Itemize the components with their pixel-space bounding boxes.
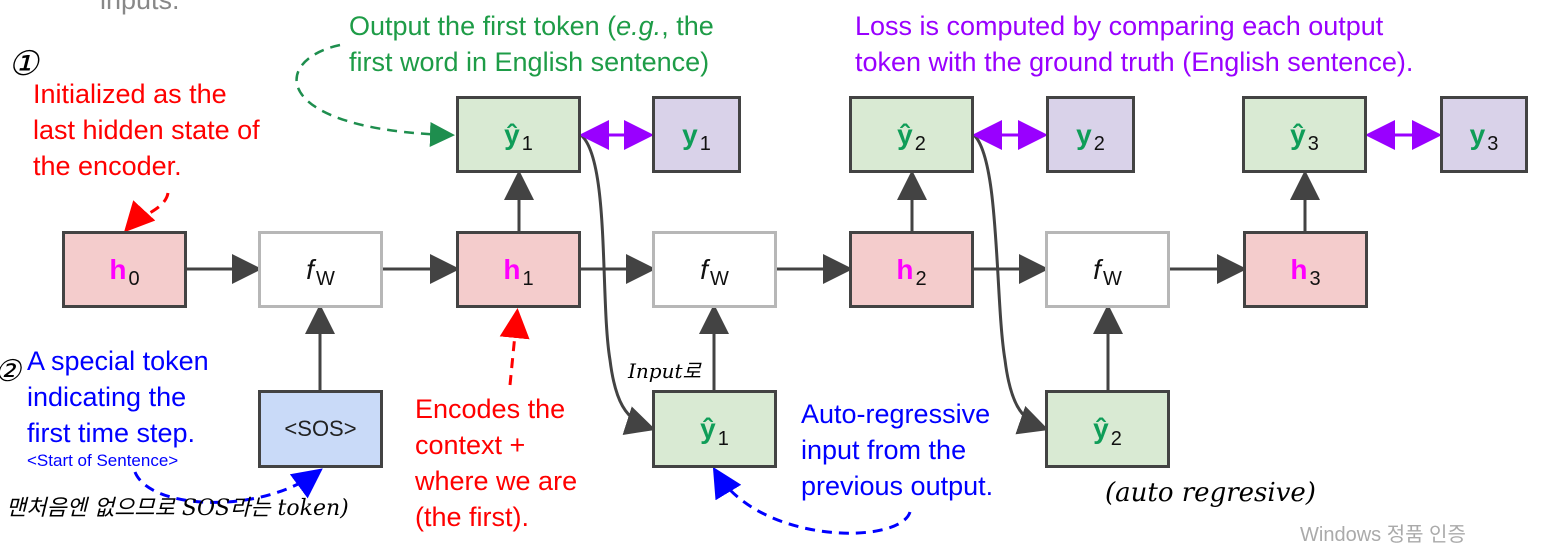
h-symbol: h	[896, 253, 914, 285]
subscript: 3	[1307, 133, 1319, 155]
text: , the	[661, 11, 714, 41]
h-symbol: h	[109, 253, 127, 285]
text: A special token	[27, 346, 209, 376]
annotation-initialized: Initialized as the last hidden state of th…	[33, 76, 260, 184]
annotation-special-token: A special token indicating the first time …	[27, 343, 209, 451]
text: previous output.	[801, 471, 994, 501]
subscript: 2	[914, 133, 926, 155]
windows-watermark: Windows 정품 인증	[1300, 524, 1466, 546]
subscript: 2	[915, 268, 927, 290]
yhat-symbol: ŷ	[1290, 118, 1306, 150]
subscript: 1	[699, 133, 711, 155]
text: e.g.	[616, 11, 662, 41]
handwritten-input-note: Input로	[628, 359, 701, 383]
y-symbol: y	[1076, 118, 1092, 150]
text: Auto-regressive	[801, 399, 991, 429]
annotation-loss: Loss is computed by comparing each outpu…	[855, 8, 1413, 80]
annotation-start-of-sentence: <Start of Sentence>	[27, 451, 179, 470]
y-symbol: y	[1469, 118, 1486, 150]
text: context +	[415, 430, 526, 460]
subscript: 2	[1110, 427, 1122, 450]
handwritten-korean-note: 맨처음엔 없으므로 SOS라는 token)	[6, 496, 349, 521]
text: the encoder.	[33, 151, 182, 181]
annotation-output-first: Output the first token (e.g., the first w…	[349, 8, 714, 80]
yhat-symbol: ŷ	[700, 413, 716, 444]
text: first word in English sentence)	[349, 47, 710, 77]
handwritten-circle-2: ②	[0, 354, 21, 389]
yhat-symbol: ŷ	[1093, 413, 1109, 444]
text: Initialized as the	[33, 79, 227, 109]
sos-token-box: <SOS>	[258, 390, 383, 468]
y-symbol: y	[682, 118, 698, 150]
h-symbol: h	[503, 253, 521, 285]
handwritten-auto-note: (auto regresive)	[1105, 478, 1316, 508]
text: Output the first token (	[349, 11, 617, 41]
subscript: 0	[128, 268, 140, 290]
subscript: 1	[522, 268, 534, 290]
subscript: W	[1102, 268, 1122, 290]
annotation-auto-regressive: Auto-regressive input from the previous ou…	[801, 396, 993, 504]
cut-off-text: inputs.	[100, 0, 180, 15]
subscript: 3	[1487, 133, 1499, 155]
yhat-symbol: ŷ	[504, 118, 520, 150]
f-symbol: f	[306, 253, 314, 285]
text: input from the	[801, 435, 967, 465]
text: indicating the	[27, 382, 187, 412]
subscript: 2	[1093, 133, 1105, 155]
subscript: 3	[1309, 268, 1321, 290]
f-symbol: f	[1093, 253, 1101, 285]
text: token with the ground truth (English sen…	[855, 47, 1414, 77]
text: last hidden state of	[33, 115, 260, 145]
text: where we are	[415, 466, 578, 496]
yhat-symbol: ŷ	[897, 118, 913, 150]
f-symbol: f	[700, 253, 708, 285]
subscript: W	[315, 268, 335, 290]
text: (the first).	[415, 502, 530, 532]
subscript: W	[709, 268, 729, 290]
subscript: 1	[521, 133, 533, 155]
text: Loss is computed by comparing each outpu…	[855, 11, 1384, 41]
h-symbol: h	[1290, 253, 1308, 285]
text: Encodes the	[415, 394, 566, 424]
text: first time step.	[27, 418, 196, 448]
subscript: 1	[717, 427, 729, 450]
handwritten-circle-1: ①	[8, 44, 39, 84]
arrows-layer	[123, 43, 1442, 535]
sos-label: <SOS>	[284, 416, 357, 441]
annotation-encodes: Encodes the context + where we are (the fir…	[415, 391, 577, 535]
